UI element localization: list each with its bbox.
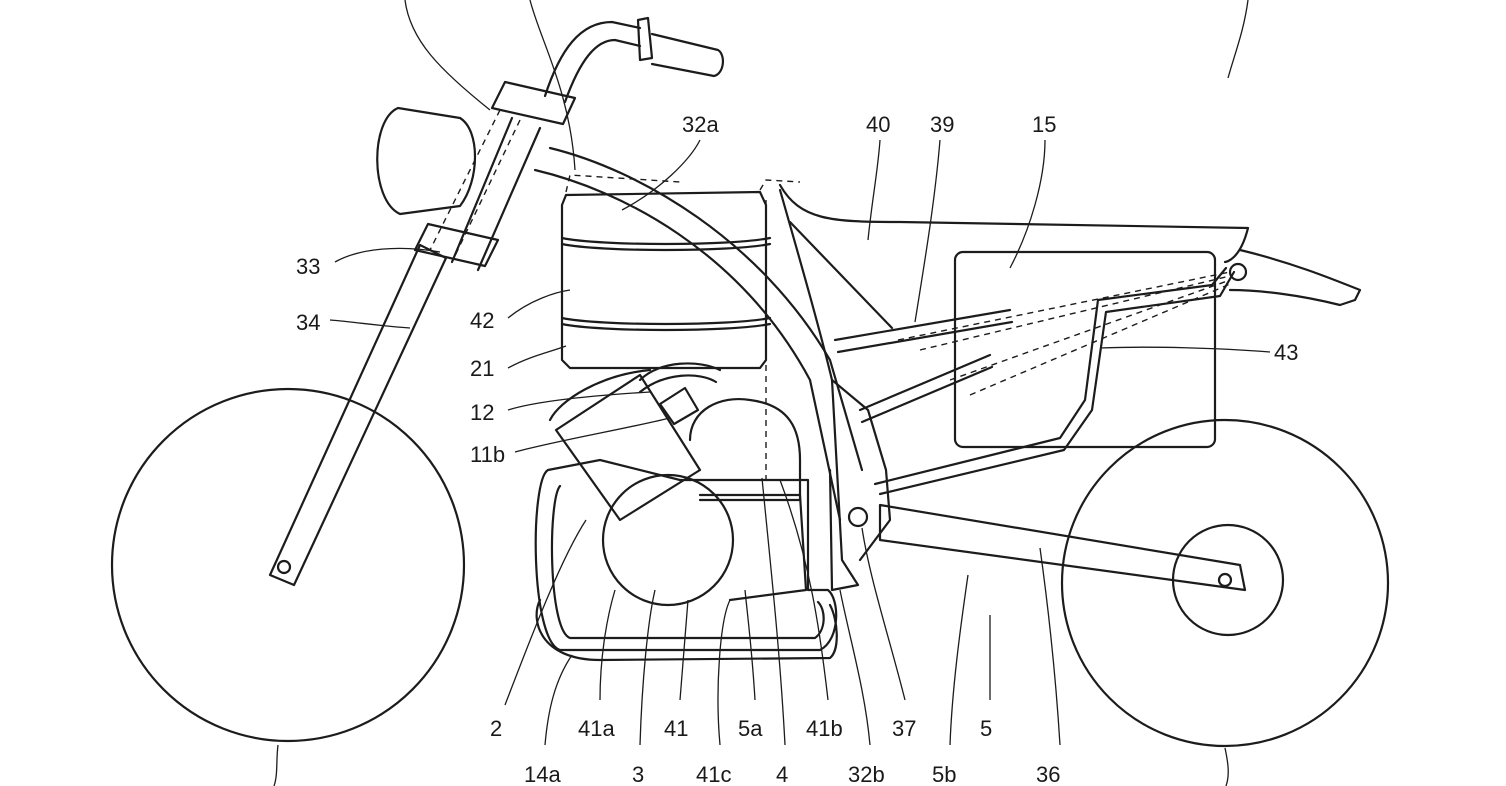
label-2: 2 [490, 716, 502, 741]
leader-39 [914, 139, 941, 323]
leader-34 [329, 319, 411, 329]
rear-axle [1217, 572, 1233, 588]
headlight [376, 106, 476, 216]
engine-case-inner [550, 484, 825, 640]
wiring-dashed [897, 271, 1231, 396]
exhaust-14a [535, 598, 838, 662]
rear-wheel [1060, 418, 1390, 748]
seat-front [788, 220, 894, 330]
leader-top-left [404, 0, 491, 111]
label-5: 5 [980, 716, 992, 741]
leader-37 [861, 527, 906, 701]
leader-top-mid [529, 0, 576, 171]
seat-rail [833, 308, 1014, 354]
label-41c: 41c [696, 762, 731, 786]
leader-15 [1009, 139, 1046, 269]
tank-band-lower [560, 316, 772, 332]
handlebar-clamp-lower [413, 222, 500, 268]
label-14a: 14a [524, 762, 561, 786]
leader-5a [744, 589, 756, 701]
leader-14a [544, 654, 573, 746]
leader-top-right [1227, 0, 1249, 79]
leader-2 [504, 519, 587, 706]
label-33: 33 [296, 254, 320, 279]
leader-11b [514, 417, 671, 453]
leader-36 [1039, 547, 1061, 746]
leader-41b [779, 479, 829, 701]
label-41: 41 [664, 716, 688, 741]
airbox [953, 250, 1217, 449]
intake-pipe-12 [638, 362, 722, 394]
cylinder-head [548, 368, 652, 422]
leader-41c [717, 599, 731, 746]
steering-shaft [429, 109, 521, 263]
label-40: 40 [866, 112, 890, 137]
leader-33 [334, 247, 441, 263]
label-21: 21 [470, 356, 494, 381]
front-wheel [110, 387, 466, 743]
leader-bottom-right [1224, 747, 1229, 786]
intake-11b [658, 386, 700, 426]
tank-dashed-top [565, 174, 801, 193]
label-12: 12 [470, 400, 494, 425]
leader-4 [761, 477, 786, 746]
leader-bottom-left [273, 744, 279, 786]
leader-32b [839, 589, 871, 746]
front-fork [268, 243, 448, 587]
leader-21 [507, 345, 567, 369]
handlebar-clamp-upper [490, 80, 577, 126]
down-frame [778, 188, 860, 592]
rear-frame-end [1228, 262, 1248, 282]
handlebar-grip [636, 16, 724, 78]
leader-5b [949, 574, 969, 746]
crankcase-3 [601, 473, 735, 607]
label-5a: 5a [738, 716, 763, 741]
leader-41 [679, 599, 689, 701]
seat [778, 183, 1250, 264]
engine-case [534, 458, 838, 652]
label-37: 37 [892, 716, 916, 741]
front-axle [276, 559, 292, 575]
label-36: 36 [1036, 762, 1060, 786]
label-3: 3 [632, 762, 644, 786]
leader-43 [1099, 346, 1271, 353]
label-41a: 41a [578, 716, 615, 741]
leader-41a [599, 589, 616, 701]
leader-42 [507, 289, 571, 319]
label-41b: 41b [806, 716, 843, 741]
sub-frame [858, 353, 994, 424]
leader-32a [621, 139, 701, 211]
label-11b: 11b [470, 442, 505, 467]
rear-fender [1228, 248, 1362, 307]
label-39: 39 [930, 112, 954, 137]
label-5b: 5b [932, 762, 956, 786]
leader-12 [507, 391, 651, 411]
fuel-tank [560, 190, 768, 370]
leader-3 [639, 589, 656, 746]
leader-40 [867, 139, 881, 241]
label-42: 42 [470, 308, 494, 333]
rear-sprocket [1171, 523, 1285, 637]
label-15: 15 [1032, 112, 1056, 137]
transmission-5a [698, 493, 808, 602]
swingarm-pivot [847, 506, 869, 528]
rear-frame-43 [873, 266, 1236, 496]
label-34: 34 [296, 310, 320, 335]
head-tube [450, 116, 542, 272]
cylinder-41 [554, 373, 702, 522]
tank-band-upper [560, 236, 772, 252]
main-frame [533, 146, 864, 522]
swingarm [878, 503, 1247, 592]
label-32b: 32b [848, 762, 885, 786]
handlebar [543, 20, 642, 104]
cylinder-4 [688, 397, 802, 502]
label-32a: 32a [682, 112, 719, 137]
label-4: 4 [776, 762, 788, 786]
label-43: 43 [1274, 340, 1298, 365]
